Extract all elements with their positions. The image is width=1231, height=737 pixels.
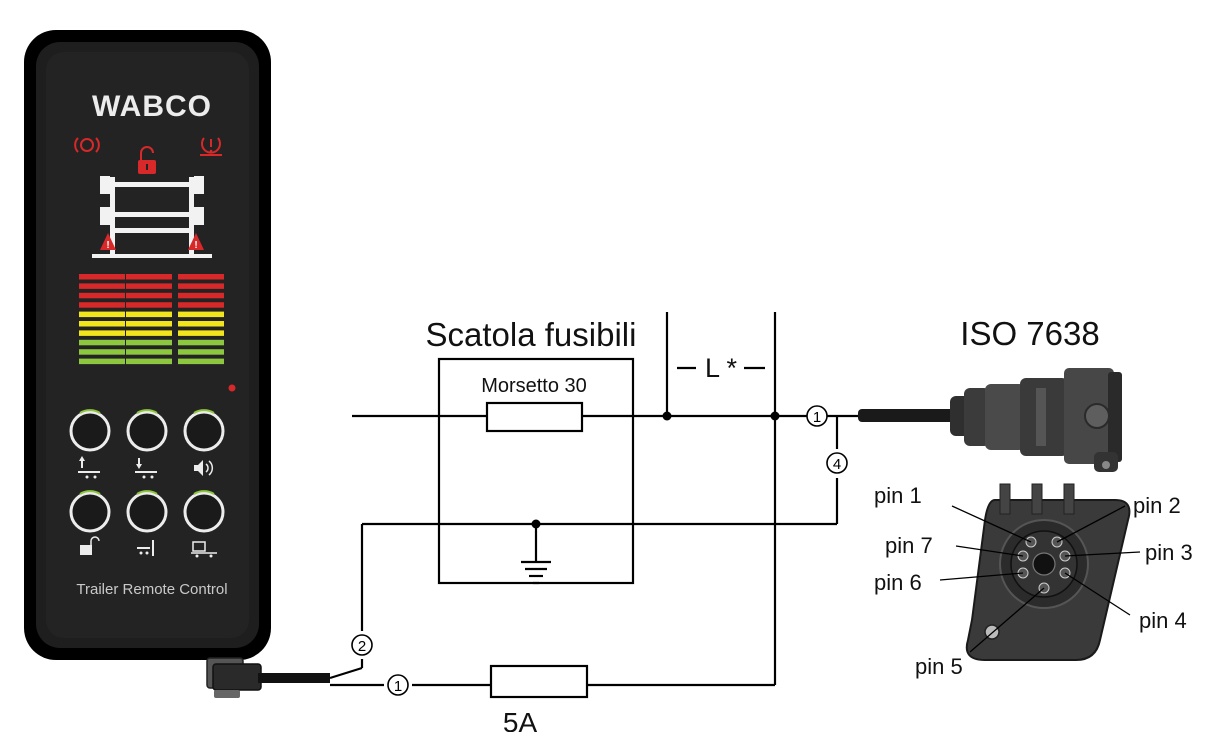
lower-axle-icon: [135, 458, 157, 479]
speaker-icon: [194, 460, 214, 476]
level-bar-segment: [178, 302, 224, 308]
level-indicator-bars: [79, 274, 224, 365]
button-unlock[interactable]: [69, 490, 111, 533]
level-bar-segment: [126, 292, 172, 299]
level-bar-segment: [178, 339, 224, 346]
level-bar-segment: [178, 321, 224, 327]
level-bar-segment: [126, 311, 172, 318]
level-bar-segment: [79, 283, 125, 289]
pin-2-label: pin 2: [1133, 493, 1181, 518]
tire-pressure-icon: [200, 137, 222, 156]
button-traction[interactable]: [126, 490, 168, 533]
warning-triangle-icon-right: !: [188, 233, 204, 251]
length-label: L *: [705, 353, 738, 383]
level-bar-segment: [79, 349, 125, 355]
svg-text:1: 1: [813, 409, 821, 426]
level-bar-segment: [79, 330, 125, 336]
junction-dot: [770, 411, 780, 421]
level-bar-segment: [79, 302, 125, 308]
level-bar-segment: [79, 311, 125, 318]
level-bar-segment: [79, 321, 125, 327]
fuse-rating-label: 5A: [503, 707, 538, 732]
device-cable-plug: [206, 657, 330, 698]
junction-dot: [662, 411, 672, 421]
device-label: Trailer Remote Control: [76, 581, 227, 598]
level-bar-segment: [178, 311, 224, 318]
level-bar-segment: [126, 339, 172, 346]
ground-icon: [521, 560, 551, 585]
wire-marker-2: 2: [351, 634, 373, 656]
level-bar-segment: [178, 283, 224, 289]
level-bar-segment: [178, 292, 224, 299]
button-lower[interactable]: [126, 409, 168, 452]
level-bar-segment: [126, 330, 172, 336]
raise-axle-icon: [78, 456, 100, 479]
level-bar-segment: [79, 339, 125, 346]
axle-diagram-icon: [92, 176, 212, 258]
pin-4-label: pin 4: [1139, 608, 1187, 633]
status-led: [228, 384, 236, 392]
pin-5-label: pin 5: [915, 654, 963, 679]
svg-text:!: !: [194, 240, 197, 251]
pin-3-label: pin 3: [1145, 540, 1193, 565]
level-bar-segment: [126, 283, 172, 289]
wire-marker-1-top: 1: [806, 405, 828, 427]
level-bar-segment: [178, 358, 224, 365]
level-bar-segment: [79, 358, 125, 365]
unlock-icon: [80, 536, 100, 555]
trailer-icon: [191, 541, 217, 558]
wire-marker-4: 4: [826, 452, 848, 474]
level-bar-segment: [126, 358, 172, 365]
pin-7-label: pin 7: [885, 533, 933, 558]
level-bar-segment: [126, 349, 172, 355]
fuse-box-label: Scatola fusibili: [426, 316, 637, 353]
pin-6-label: pin 6: [874, 570, 922, 595]
pin-1-label: pin 1: [874, 483, 922, 508]
lock-icon: [138, 146, 156, 174]
level-bar-segment: [178, 274, 224, 280]
level-bar-segment: [79, 292, 125, 299]
level-bar-segment: [126, 274, 172, 280]
button-sound[interactable]: [183, 409, 225, 452]
svg-text:1: 1: [394, 678, 402, 695]
level-bar-segment: [79, 274, 125, 280]
level-bar-segment: [126, 302, 172, 308]
button-raise[interactable]: [69, 409, 111, 452]
level-bar-segment: [178, 330, 224, 336]
brake-warning-icon: [74, 137, 100, 153]
wiring-lines: [329, 312, 858, 687]
fuse-5a: [489, 664, 589, 699]
terminal-30-fuse: [485, 401, 584, 433]
svg-text:2: 2: [358, 638, 366, 655]
connector-title: ISO 7638: [960, 315, 1099, 352]
level-bar-segment: [126, 321, 172, 327]
wire-marker-1-bottom: 1: [387, 674, 409, 696]
warning-triangle-icon-left: !: [100, 233, 116, 251]
iso7638-plug-side: [858, 368, 1122, 472]
remote-control-device: WABCO: [24, 30, 330, 698]
terminal-label: Morsetto 30: [481, 375, 587, 397]
level-bar-segment: [178, 349, 224, 355]
pin-leader-lines: [939, 505, 1141, 653]
button-trailer[interactable]: [183, 490, 225, 533]
junction-dot: [531, 519, 541, 529]
svg-text:4: 4: [833, 456, 841, 473]
svg-text:!: !: [106, 240, 109, 251]
traction-help-icon: [137, 540, 154, 556]
brand-logo: WABCO: [92, 90, 212, 123]
